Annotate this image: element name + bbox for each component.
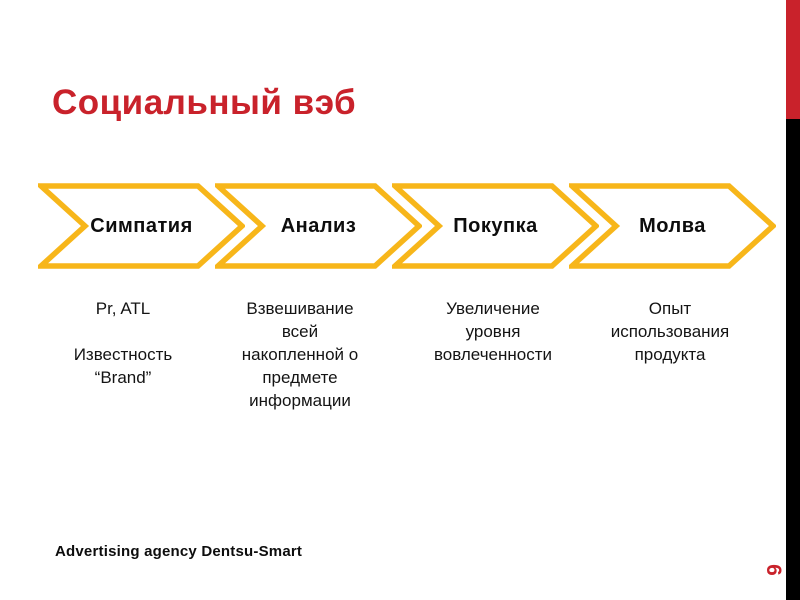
step-label: Анализ — [280, 214, 357, 237]
process-step-sympathy: Симпатия — [38, 183, 245, 269]
step-description: Pr, ATL Известность “Brand” — [73, 299, 173, 387]
chevron-arrow-icon — [215, 183, 422, 269]
chevron-arrow-shape — [569, 183, 776, 269]
chevron-arrow-shape — [392, 183, 599, 269]
chevron-arrow-shape — [215, 183, 422, 269]
slide-title: Социальный вэб — [52, 83, 357, 122]
chevron-arrow-icon — [38, 183, 245, 269]
step-label: Покупка — [453, 214, 538, 237]
step-description: Увеличение уровня вовлеченности — [433, 299, 553, 364]
right-black-bar — [786, 119, 800, 600]
chevron-arrow-shape — [38, 183, 245, 269]
step-description: Опыт использования продукта — [610, 299, 730, 364]
step-description: Взвешивание всей накопленной о предмете … — [241, 299, 359, 410]
process-step-word-of-mouth: Молва — [569, 183, 776, 269]
step-label: Молва — [639, 214, 706, 237]
process-step-purchase: Покупка — [392, 183, 599, 269]
page-number: 6 — [762, 564, 785, 576]
process-step-analysis: Анализ — [215, 183, 422, 269]
chevron-arrow-icon — [569, 183, 776, 269]
footer-credit: Advertising agency Dentsu-Smart — [55, 543, 303, 560]
step-label: Симпатия — [90, 214, 193, 237]
top-right-red-bar — [786, 0, 800, 119]
chevron-arrow-icon — [392, 183, 599, 269]
